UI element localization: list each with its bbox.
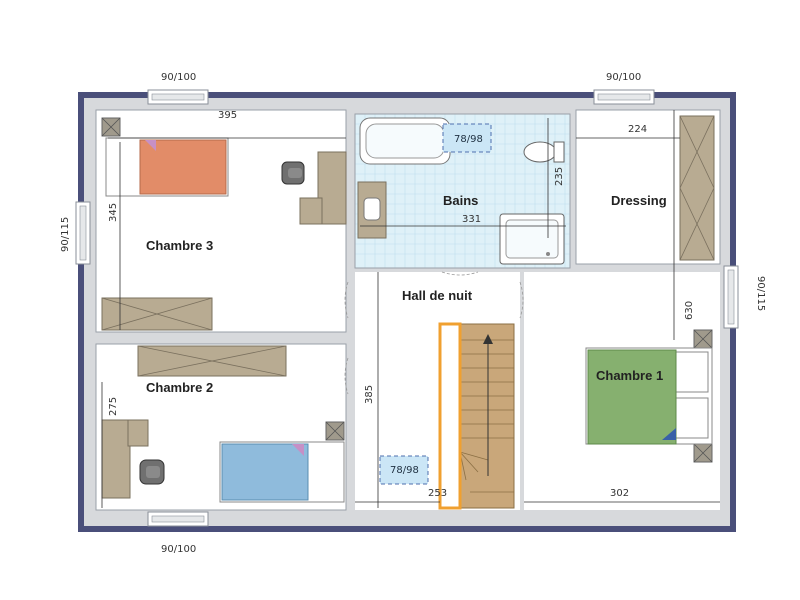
dimension-385: 385 — [364, 385, 375, 404]
pillow-chambre3 — [145, 140, 156, 151]
dimension-275: 275 — [108, 397, 119, 416]
room-label-hall-de-nuit: Hall de nuit — [402, 288, 473, 303]
wardrobe-chambre2 — [137, 345, 287, 377]
dimension-630: 630 — [684, 301, 695, 320]
bed-chambre2 — [221, 443, 309, 501]
window-label-bottom-left: 90/100 — [161, 544, 196, 555]
desk-chambre3 — [317, 151, 347, 225]
bathtub — [359, 117, 451, 165]
dimension-lines — [101, 110, 720, 508]
toilet-icon — [523, 141, 565, 163]
room-label-chambre1: Chambre 1 — [596, 368, 663, 383]
wardrobe-dressing — [679, 115, 715, 261]
bed-chambre3 — [139, 139, 227, 195]
sink-icon — [363, 197, 381, 221]
desk-return-chambre3 — [299, 197, 323, 225]
window-label-left: 90/115 — [60, 217, 71, 252]
skylight-hall — [379, 455, 429, 485]
desk-return-chambre2 — [127, 419, 149, 447]
window-label-right: 90/115 — [755, 276, 766, 311]
stair-railing — [438, 322, 462, 510]
desk-chambre2 — [101, 419, 131, 499]
skylight-label-bath: 78/98 — [454, 134, 483, 145]
room-label-chambre2: Chambre 2 — [146, 380, 213, 395]
bed-chambre1 — [587, 349, 677, 445]
pillow-chambre1-b — [675, 397, 709, 439]
pillow-marker-chambre1 — [662, 428, 676, 440]
wardrobe-chambre3 — [101, 297, 213, 331]
room-label-bains: Bains — [443, 193, 478, 208]
window-label-top-right: 90/100 — [606, 72, 641, 83]
room-label-dressing: Dressing — [611, 193, 667, 208]
stair-arrow-icon — [483, 334, 493, 344]
pillow-chambre1-a — [675, 351, 709, 393]
dimension-235: 235 — [554, 167, 565, 186]
dimension-253: 253 — [428, 488, 447, 499]
chair-chambre2 — [139, 459, 165, 485]
chair-chambre3 — [281, 161, 305, 185]
dimension-345: 345 — [108, 203, 119, 222]
window-right — [723, 265, 739, 329]
dimension-331: 331 — [462, 214, 481, 225]
pillow-chambre2 — [292, 444, 304, 456]
skylight-label-hall: 78/98 — [390, 465, 419, 476]
skylight-bath — [442, 123, 492, 153]
window-bottom-left — [147, 511, 209, 527]
room-label-chambre3: Chambre 3 — [146, 238, 213, 253]
window-left — [75, 201, 91, 265]
shower-tray — [499, 213, 565, 265]
window-top-right — [593, 89, 655, 105]
dimension-395: 395 — [218, 110, 237, 121]
window-top-left — [147, 89, 209, 105]
window-label-top-left: 90/100 — [161, 72, 196, 83]
dimension-224: 224 — [628, 124, 647, 135]
dimension-302: 302 — [610, 488, 629, 499]
